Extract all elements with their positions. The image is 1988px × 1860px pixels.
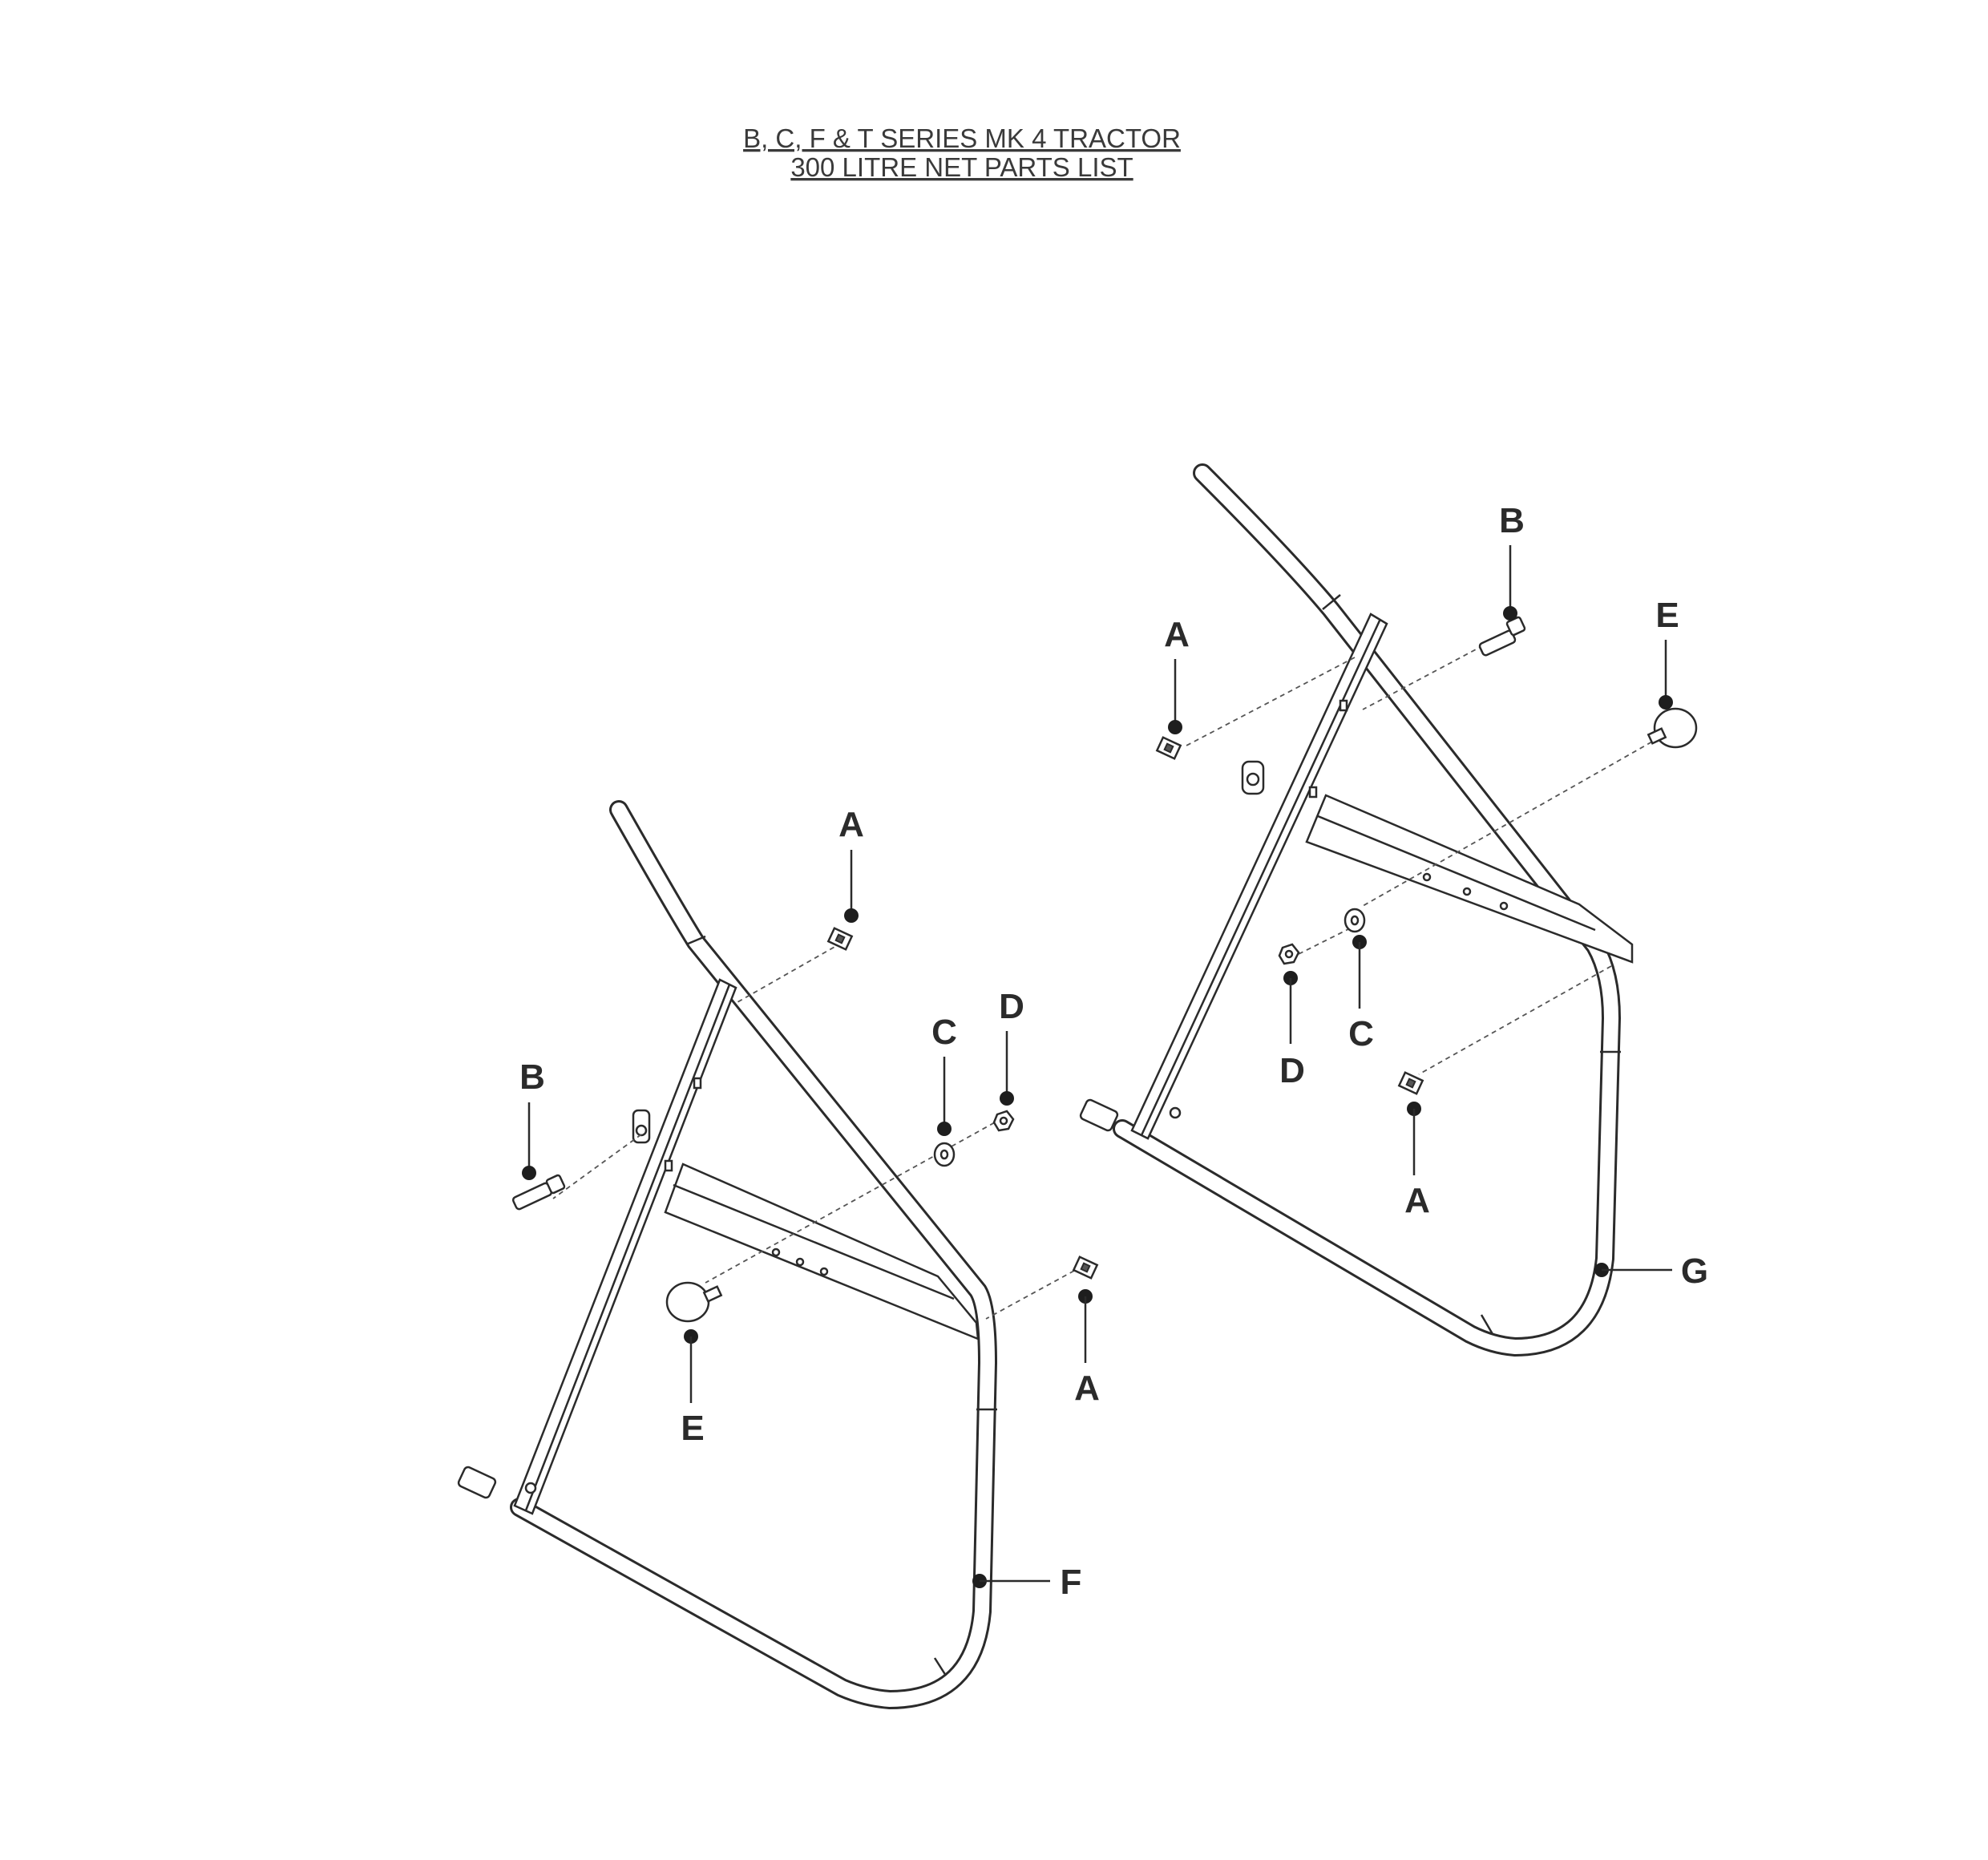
callout-label: C — [931, 1013, 957, 1052]
bolt-b-f — [511, 1174, 566, 1211]
callout-c-right: C — [1348, 935, 1374, 1053]
frame-tube-f — [510, 800, 997, 1709]
callout-label: A — [838, 805, 864, 844]
callout-a-right-left: A — [1074, 1289, 1100, 1408]
callout-a-bottom-right: A — [1404, 1102, 1430, 1220]
washer-c-f — [933, 1142, 956, 1167]
callout-label: E — [681, 1409, 704, 1448]
nut-d-g — [1278, 943, 1300, 965]
callout-e-left: E — [681, 1329, 705, 1448]
knob-e-g — [1647, 707, 1698, 749]
callout-label: B — [1499, 501, 1525, 540]
title-line-2: 300 LITRE NET PARTS LIST — [790, 152, 1133, 182]
callout-label: C — [1348, 1014, 1374, 1053]
left-net-frame — [457, 800, 1099, 1709]
callout-label: A — [1074, 1369, 1100, 1408]
callout-label: D — [1279, 1051, 1305, 1090]
callout-e-right: E — [1655, 596, 1679, 710]
bolt-b-g — [1478, 616, 1526, 657]
callout-label: A — [1404, 1181, 1430, 1220]
foot-pin-f — [457, 1466, 497, 1499]
callout-b-left: B — [519, 1057, 545, 1180]
callout-d-right: D — [1279, 971, 1305, 1090]
callout-b-right: B — [1499, 501, 1525, 621]
callout-g: G — [1594, 1251, 1708, 1291]
callout-d-left: D — [999, 987, 1024, 1106]
frame-upright-g — [1130, 613, 1388, 1140]
cross-bracket-f — [664, 1162, 980, 1340]
callout-f: F — [972, 1563, 1081, 1602]
washer-c-g — [1344, 908, 1366, 933]
callout-label: E — [1655, 596, 1679, 635]
title-line-1: B, C, F & T SERIES MK 4 TRACTOR — [743, 123, 1181, 153]
clip-nut-a-top-f — [826, 927, 854, 951]
nut-d-f — [992, 1110, 1015, 1132]
callout-label: A — [1164, 615, 1190, 654]
knob-e-f — [665, 1281, 723, 1323]
callout-label: D — [999, 987, 1024, 1026]
callout-c-left: C — [931, 1013, 957, 1136]
foot-pin-g — [1079, 1098, 1119, 1132]
callout-a-top-right: A — [1164, 615, 1190, 734]
clip-nut-a-top-g — [1155, 736, 1182, 760]
callout-label: F — [1061, 1563, 1082, 1602]
callout-label: G — [1681, 1251, 1708, 1291]
callout-a-top-left: A — [838, 805, 864, 923]
right-net-frame — [1079, 463, 1698, 1357]
callout-label: B — [519, 1057, 545, 1097]
clip-nut-a-right-f — [1072, 1256, 1099, 1280]
clip-nut-a-bottom-g — [1397, 1071, 1424, 1095]
